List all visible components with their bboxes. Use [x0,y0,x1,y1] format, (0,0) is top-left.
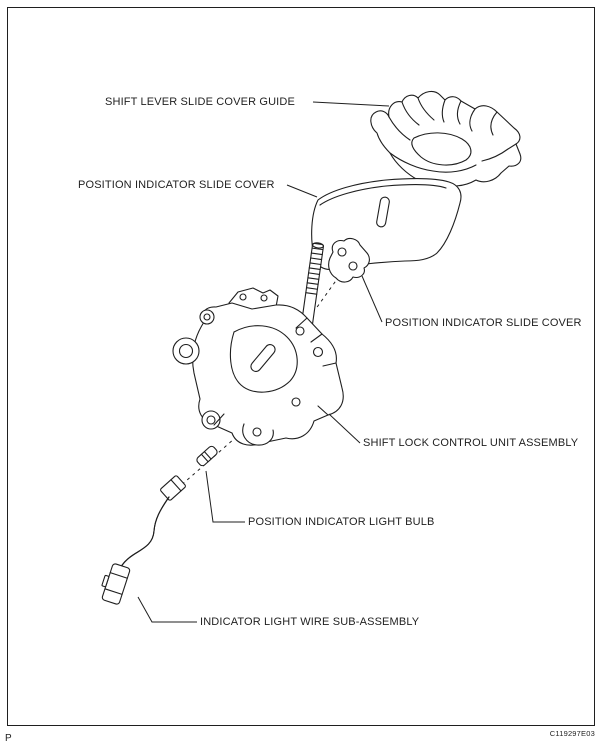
part-shift-lock-control-unit-assembly [172,242,344,446]
leader-shift-lever-slide-cover-guide [312,101,390,107]
part-position-indicator-light-bulb [196,445,218,467]
wire-socket-connector [160,475,186,501]
detent-slot [250,344,276,372]
callout-position-indicator-slide-cover: POSITION INDICATOR SLIDE COVER [78,179,275,191]
part-indicator-light-wire-sub-assembly [101,475,186,605]
wire-end-plug [101,563,131,605]
leader-indicator-light-wire-sub-assembly [137,596,197,623]
figure-border-frame [7,7,595,726]
callout-shift-lock-control-unit-assembly: SHIFT LOCK CONTROL UNIT ASSEMBLY [363,437,579,449]
leader-position-indicator-slide-cover [286,184,318,198]
slide-cover-slot [376,196,390,228]
callout-leader-lines [137,101,390,623]
leader-shift-lock-control-unit-assembly [328,413,361,444]
part-position-indicator-slide-cover-small [328,237,370,283]
callout-shift-lever-slide-cover-guide: SHIFT LEVER SLIDE COVER GUIDE [105,96,295,108]
callout-indicator-light-wire-sub-assembly: INDICATOR LIGHT WIRE SUB-ASSEMBLY [200,616,420,628]
leader-position-indicator-light-bulb [205,470,245,523]
leader-position-indicator-slide-cover-2 [361,275,383,323]
callout-position-indicator-slide-cover-2: POSITION INDICATOR SLIDE COVER [385,317,582,329]
figure-code: C119297E03 [549,729,595,738]
callout-position-indicator-light-bulb: POSITION INDICATOR LIGHT BULB [248,516,435,528]
page-marker: P [5,733,12,744]
part-shift-lever-slide-cover-guide [370,90,522,187]
